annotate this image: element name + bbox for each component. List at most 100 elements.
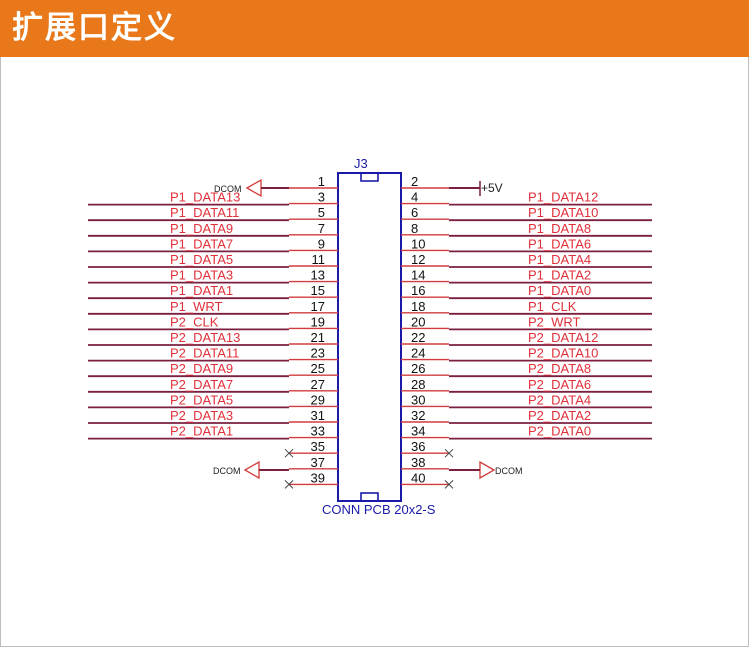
pin-row: 11 12 P1_DATA5 P1_DATA4 <box>88 252 652 268</box>
pin-row: 5 6 P1_DATA11 P1_DATA10 <box>88 205 652 222</box>
pin-row: 23 24 P2_DATA11 P2_DATA10 <box>88 346 652 362</box>
pin-number-left: 7 <box>318 221 325 236</box>
pin-number-right: 22 <box>411 330 425 345</box>
pin-number-right: 16 <box>411 283 425 298</box>
pin-number-left: 11 <box>312 252 326 267</box>
pin-row: 21 22 P2_DATA13 P2_DATA12 <box>88 330 652 346</box>
pin-number-left: 29 <box>311 392 325 407</box>
pin-number-left: 15 <box>311 283 325 298</box>
ground-symbol-top-left: DCOM <box>214 178 289 198</box>
pin-row: 7 8 P1_DATA9 P1_DATA8 <box>88 221 652 237</box>
pin-row: 15 16 P1_DATA1 P1_DATA0 <box>88 283 652 300</box>
net-label-left: P2_CLK <box>170 314 219 329</box>
pin-number-right: 6 <box>411 205 418 220</box>
net-label-right: P2_DATA6 <box>528 377 591 392</box>
pin-number-right: 18 <box>411 299 425 314</box>
connector-ref: J3 <box>354 156 368 171</box>
pin-row: 13 14 P1_DATA3 P1_DATA2 <box>88 268 652 284</box>
pin-number-right: 14 <box>411 268 425 283</box>
net-label-left: P1_DATA1 <box>170 283 233 298</box>
connector-top-key <box>360 172 379 182</box>
ground-symbol-bottom-left: DCOM <box>213 460 289 480</box>
pin-number-left: 19 <box>311 314 325 329</box>
pin-row: 39 40 <box>289 470 449 485</box>
pin-number-right: 40 <box>411 470 425 485</box>
net-label-left: P1_DATA3 <box>170 268 233 283</box>
no-connect-mark <box>284 448 294 458</box>
pin-number-right: 8 <box>411 221 418 236</box>
net-label-right: P1_DATA12 <box>528 190 598 205</box>
pin-number-right: 28 <box>411 377 425 392</box>
net-label-left: P1_DATA5 <box>170 252 233 267</box>
net-label-right: P1_DATA8 <box>528 221 591 236</box>
pin-row: 29 30 P2_DATA5 P2_DATA4 <box>88 392 652 409</box>
pin-number-right: 10 <box>411 236 425 251</box>
no-connect-mark <box>284 480 294 489</box>
net-label-left: P1_DATA9 <box>170 221 233 236</box>
pin-number-left: 13 <box>311 268 325 283</box>
no-connect-mark <box>444 480 454 489</box>
pin-number-left: 37 <box>311 455 325 470</box>
net-label-right: P2_DATA2 <box>528 408 591 423</box>
net-label-left: P2_DATA3 <box>170 408 233 423</box>
pin-number-right: 2 <box>411 174 418 189</box>
pin-row: 33 34 P2_DATA1 P2_DATA0 <box>88 424 652 440</box>
net-label-right: P2_DATA8 <box>528 361 591 376</box>
net-label-right: P1_DATA2 <box>528 268 591 283</box>
net-label-left: P2_DATA5 <box>170 392 233 407</box>
pin-number-right: 38 <box>411 455 425 470</box>
net-label-left: P2_DATA9 <box>170 361 233 376</box>
ground-label: DCOM <box>214 184 242 194</box>
pin-row: 25 26 P2_DATA9 P2_DATA8 <box>88 361 652 378</box>
pin-number-left: 5 <box>318 205 325 220</box>
pin-row: 19 20 P2_CLK P2_WRT <box>88 314 652 331</box>
net-label-left: P1_DATA11 <box>170 205 239 220</box>
ground-label: DCOM <box>213 466 241 476</box>
net-label-left: P1_WRT <box>170 299 223 314</box>
pin-number-left: 35 <box>311 439 325 454</box>
pin-row: 37 38 <box>289 455 449 470</box>
net-label-left: P2_DATA11 <box>170 346 239 361</box>
net-label-left: P2_DATA1 <box>170 424 233 439</box>
net-label-right: P2_DATA10 <box>528 346 598 361</box>
net-label-left: P1_DATA7 <box>170 236 233 251</box>
pin-number-left: 39 <box>311 470 325 485</box>
power-label: +5V <box>481 181 503 195</box>
pin-number-right: 12 <box>411 252 425 267</box>
no-connect-mark <box>444 448 454 458</box>
pin-number-right: 24 <box>411 346 425 361</box>
pin-number-right: 30 <box>411 392 425 407</box>
ground-symbol-bottom-right: DCOM <box>449 460 523 480</box>
net-label-left: P2_DATA7 <box>170 377 233 392</box>
net-label-right: P1_DATA10 <box>528 205 598 220</box>
pin-number-left: 31 <box>311 408 325 423</box>
pin-number-right: 34 <box>411 424 425 439</box>
net-label-right: P2_DATA4 <box>528 392 591 407</box>
page-title: 扩展口定义 <box>12 10 177 46</box>
pin-number-left: 3 <box>318 190 325 205</box>
net-label-right: P2_WRT <box>528 314 581 329</box>
net-label-right: P1_DATA6 <box>528 236 591 251</box>
net-label-right: P1_DATA0 <box>528 283 591 298</box>
pin-number-right: 20 <box>411 314 425 329</box>
power-symbol-5v: +5V <box>449 181 503 196</box>
net-label-left: P2_DATA13 <box>170 330 240 345</box>
pin-number-right: 26 <box>411 361 425 376</box>
net-label-right: P1_CLK <box>528 299 577 314</box>
net-label-right: P1_DATA4 <box>528 252 591 267</box>
pin-number-left: 21 <box>311 330 325 345</box>
net-label-right: P2_DATA12 <box>528 330 598 345</box>
net-label-right: P2_DATA0 <box>528 424 591 439</box>
pin-number-left: 1 <box>318 174 325 189</box>
pin-row: 9 10 P1_DATA7 P1_DATA6 <box>88 236 652 253</box>
pin-number-left: 33 <box>311 424 325 439</box>
pin-number-left: 9 <box>318 236 325 251</box>
pin-number-left: 23 <box>311 346 325 361</box>
pin-number-left: 25 <box>311 361 325 376</box>
